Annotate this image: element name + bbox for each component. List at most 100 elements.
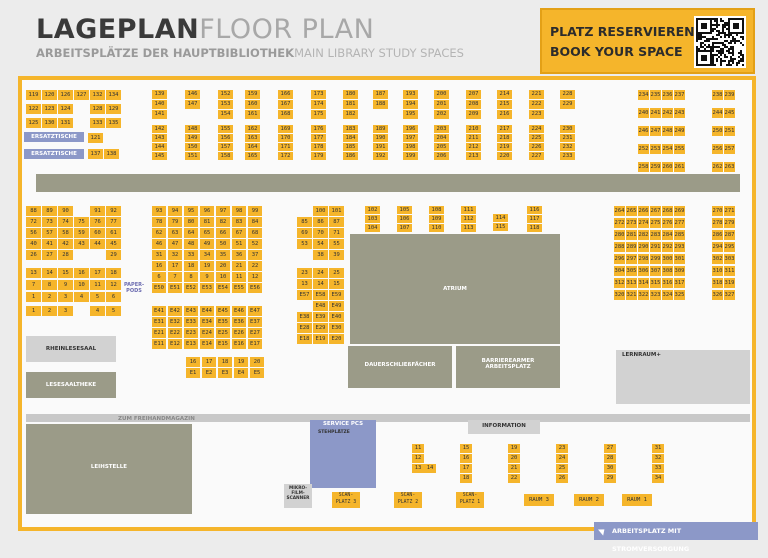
seat-E20[interactable]: E20 <box>329 334 344 344</box>
seat-159[interactable]: 159 <box>245 90 260 99</box>
seat-257[interactable]: 257 <box>724 144 735 154</box>
seat-146[interactable]: 146 <box>185 90 200 99</box>
seat-306[interactable]: 306 <box>638 266 649 276</box>
seat-175[interactable]: 175 <box>311 110 326 119</box>
seat-82[interactable]: 82 <box>216 217 230 227</box>
seat-219[interactable]: 219 <box>497 143 512 151</box>
seat-10[interactable]: 10 <box>74 280 89 290</box>
seat-8[interactable]: 8 <box>184 272 198 282</box>
seat-313[interactable]: 313 <box>626 278 637 288</box>
seat-E18[interactable]: E18 <box>297 334 312 344</box>
seat-E15[interactable]: E15 <box>216 339 230 349</box>
seat-238[interactable]: 238 <box>712 90 723 100</box>
room-2[interactable]: RAUM 2 <box>574 494 604 506</box>
seat-E5[interactable]: E5 <box>250 368 264 378</box>
seat-3[interactable]: 3 <box>58 292 73 302</box>
seat-299[interactable]: 299 <box>650 254 661 264</box>
seat-15[interactable]: 15 <box>460 444 472 453</box>
seat-101[interactable]: 101 <box>329 206 344 216</box>
seat-266[interactable]: 266 <box>638 206 649 216</box>
seat-19[interactable]: 19 <box>234 357 248 367</box>
seat-E43[interactable]: E43 <box>184 306 198 316</box>
seat-E32[interactable]: E32 <box>168 317 182 327</box>
seat-19[interactable]: 19 <box>200 261 214 271</box>
seat-211[interactable]: 211 <box>466 134 481 142</box>
seat-242[interactable]: 242 <box>662 108 673 118</box>
room-3[interactable]: RAUM 3 <box>524 494 554 506</box>
seat-32[interactable]: 32 <box>652 454 664 463</box>
seat-64[interactable]: 64 <box>184 228 198 238</box>
seat-303[interactable]: 303 <box>724 254 735 264</box>
seat-276[interactable]: 276 <box>662 218 673 228</box>
seat-93[interactable]: 93 <box>152 206 166 216</box>
seat-252[interactable]: 252 <box>638 144 649 154</box>
seat-286[interactable]: 286 <box>712 230 723 240</box>
seat-44[interactable]: 44 <box>90 239 105 249</box>
seat-E52[interactable]: E52 <box>184 283 198 293</box>
seat-153[interactable]: 153 <box>218 100 233 109</box>
seat-162[interactable]: 162 <box>245 125 260 133</box>
seat-176[interactable]: 176 <box>311 125 326 133</box>
seat-270[interactable]: 270 <box>712 206 723 216</box>
seat-12[interactable]: 12 <box>248 272 262 282</box>
seat-312[interactable]: 312 <box>614 278 625 288</box>
seat-E58[interactable]: E58 <box>313 290 328 300</box>
seat-250[interactable]: 250 <box>712 126 723 136</box>
seat-52[interactable]: 52 <box>248 239 262 249</box>
seat-57[interactable]: 57 <box>42 228 57 238</box>
seat-31[interactable]: 31 <box>152 250 166 260</box>
seat-296[interactable]: 296 <box>614 254 625 264</box>
seat-256[interactable]: 256 <box>712 144 723 154</box>
seat-100[interactable]: 100 <box>313 206 328 216</box>
seat-E30[interactable]: E30 <box>329 323 344 333</box>
seat-E1[interactable]: E1 <box>186 368 200 378</box>
seat-E44[interactable]: E44 <box>200 306 214 316</box>
seat-59[interactable]: 59 <box>74 228 89 238</box>
seat-251[interactable]: 251 <box>724 126 735 136</box>
seat-182[interactable]: 182 <box>343 110 358 119</box>
seat-81[interactable]: 81 <box>200 217 214 227</box>
seat-177[interactable]: 177 <box>311 134 326 142</box>
seat-218[interactable]: 218 <box>497 134 512 142</box>
seat-118[interactable]: 118 <box>527 224 542 232</box>
seat-24[interactable]: 24 <box>556 454 568 463</box>
seat-E50[interactable]: E50 <box>152 283 166 293</box>
seat-126[interactable]: 126 <box>58 90 73 100</box>
seat-22[interactable]: 22 <box>248 261 262 271</box>
seat-89[interactable]: 89 <box>42 206 57 216</box>
seat-206[interactable]: 206 <box>434 152 449 160</box>
seat-189[interactable]: 189 <box>373 125 388 133</box>
seat-51[interactable]: 51 <box>232 239 246 249</box>
seat-35[interactable]: 35 <box>216 250 230 260</box>
seat-261[interactable]: 261 <box>674 162 685 172</box>
seat-E49[interactable]: E49 <box>329 301 344 311</box>
seat-279[interactable]: 279 <box>724 218 735 228</box>
seat-18[interactable]: 18 <box>184 261 198 271</box>
seat-3[interactable]: 3 <box>58 306 73 316</box>
seat-13[interactable]: 13 <box>297 279 312 289</box>
seat-285[interactable]: 285 <box>674 230 685 240</box>
seat-166[interactable]: 166 <box>278 90 293 99</box>
seat-23[interactable]: 23 <box>297 268 312 278</box>
seat-60[interactable]: 60 <box>90 228 105 238</box>
seat-4[interactable]: 4 <box>74 292 89 302</box>
seat-240[interactable]: 240 <box>638 108 649 118</box>
seat-207[interactable]: 207 <box>466 90 481 99</box>
seat-E2[interactable]: E2 <box>202 368 216 378</box>
seat-293[interactable]: 293 <box>674 242 685 252</box>
seat-168[interactable]: 168 <box>278 110 293 119</box>
seat-190[interactable]: 190 <box>373 134 388 142</box>
seat-9[interactable]: 9 <box>200 272 214 282</box>
seat-123[interactable]: 123 <box>42 104 57 114</box>
seat-45[interactable]: 45 <box>106 239 121 249</box>
seat-18[interactable]: 18 <box>218 357 232 367</box>
seat-E59[interactable]: E59 <box>329 290 344 300</box>
seat-316[interactable]: 316 <box>662 278 673 288</box>
seat-326[interactable]: 326 <box>712 290 723 300</box>
seat-202[interactable]: 202 <box>434 110 449 119</box>
seat-E39[interactable]: E39 <box>313 312 328 322</box>
seat-231[interactable]: 231 <box>560 134 575 142</box>
seat-53[interactable]: 53 <box>297 239 312 249</box>
seat-28[interactable]: 28 <box>58 250 73 260</box>
seat-228[interactable]: 228 <box>560 90 575 99</box>
